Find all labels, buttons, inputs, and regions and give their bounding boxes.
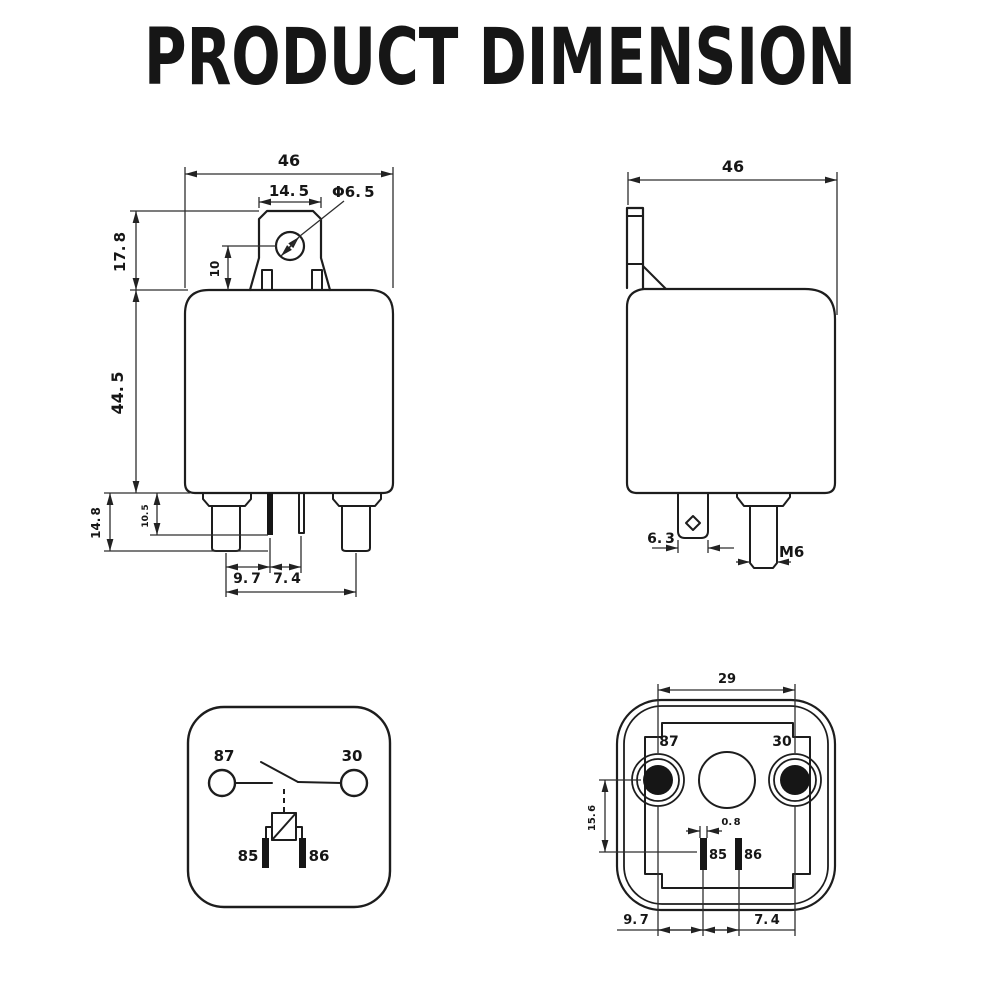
dim-blade-length: 10. 5 (141, 504, 151, 527)
label-terminal-30-bottom: 30 (772, 734, 792, 750)
bottom-view: 87 30 29 15. 6 85 86 0. 8 9. 7 7. 4 (587, 672, 837, 936)
label-terminal-85-bottom: 85 (709, 848, 727, 863)
blade-pin-b (298, 492, 305, 534)
stud-left-collar (202, 492, 252, 507)
blade-85-bottom (700, 838, 707, 870)
center-boss-circle (698, 751, 756, 809)
mounting-bracket-outline (248, 209, 332, 292)
dim-bracket-width: 14. 5 (269, 182, 309, 200)
stud-base (736, 492, 791, 507)
shell-inner-outline (623, 705, 829, 905)
stud-30-ring-inner (773, 758, 817, 802)
bracket-foot-left (261, 269, 273, 291)
dim-stud-to-blade: 9. 7 (233, 571, 261, 587)
stud-left (211, 505, 241, 552)
bracket-foot-right (311, 269, 323, 291)
bracket-edge-outline (625, 206, 645, 290)
label-terminal-87-bottom: 87 (659, 734, 678, 750)
terminal-circle-87 (207, 768, 237, 798)
relay-body-side-outline (625, 287, 837, 495)
threaded-stud (749, 505, 778, 569)
coil-pin-86 (299, 838, 306, 868)
circuit-outline (186, 705, 392, 909)
bracket-gusset (642, 265, 667, 290)
label-terminal-87: 87 (214, 747, 235, 765)
dim-stud-pitch: 29 (718, 672, 736, 687)
leader-line (299, 200, 345, 237)
dim-overall-width: 46 (278, 151, 300, 170)
page-title: PRODUCT DIMENSION (144, 13, 856, 103)
stud-30 (780, 765, 810, 795)
label-terminal-86: 86 (309, 847, 330, 865)
dim-hole-offset: 10 (208, 261, 222, 278)
dim-blade-pitch-bottom: 7. 4 (754, 913, 780, 928)
spade-terminal (677, 492, 709, 539)
contact-line-right (297, 781, 342, 784)
dim-stud-length: 14. 8 (89, 507, 103, 539)
switch-arm (260, 761, 299, 783)
relay-body-outline (183, 288, 395, 495)
stud-87 (643, 765, 673, 795)
stud-right-collar (332, 492, 382, 507)
blade-86-bottom (735, 838, 742, 870)
label-stud-thread: M6 (779, 543, 804, 561)
label-terminal-86-bottom: 86 (744, 848, 762, 863)
leader-arrow (280, 240, 297, 257)
shell-outer-outline (615, 698, 837, 912)
dim-stud-to-blade-bottom: 9. 7 (623, 913, 649, 928)
coil-pin-85 (262, 838, 269, 868)
stud-right (341, 505, 371, 552)
dim-hole-diameter: Φ6. 5 (332, 183, 375, 201)
label-terminal-30: 30 (342, 747, 363, 765)
base-notched-contour (644, 722, 811, 889)
coil-diagonal (271, 812, 297, 841)
spade-hole (685, 515, 701, 531)
dim-row-offset: 15. 6 (587, 805, 598, 831)
dim-body-height: 44. 5 (108, 371, 127, 414)
dim-overall-depth: 46 (722, 157, 744, 176)
dim-blade-pitch: 7. 4 (273, 571, 301, 587)
dim-blade-width: 6. 3 (647, 531, 675, 547)
front-view: 46 14. 5 Φ6. 5 17. 8 10 44. 5 14. 8 10. … (89, 151, 395, 597)
coil-leg-left (265, 826, 273, 839)
dim-bracket-height: 17. 8 (111, 232, 129, 272)
label-terminal-85: 85 (238, 847, 259, 865)
terminal-circle-30 (339, 768, 369, 798)
coil-leg-right (295, 826, 303, 839)
dim-blade-thickness: 0. 8 (721, 817, 740, 828)
circuit-view: 87 30 85 86 (186, 705, 392, 909)
blade-pin-a (267, 493, 273, 535)
side-view: 46 6. 3 M6 (625, 157, 838, 569)
